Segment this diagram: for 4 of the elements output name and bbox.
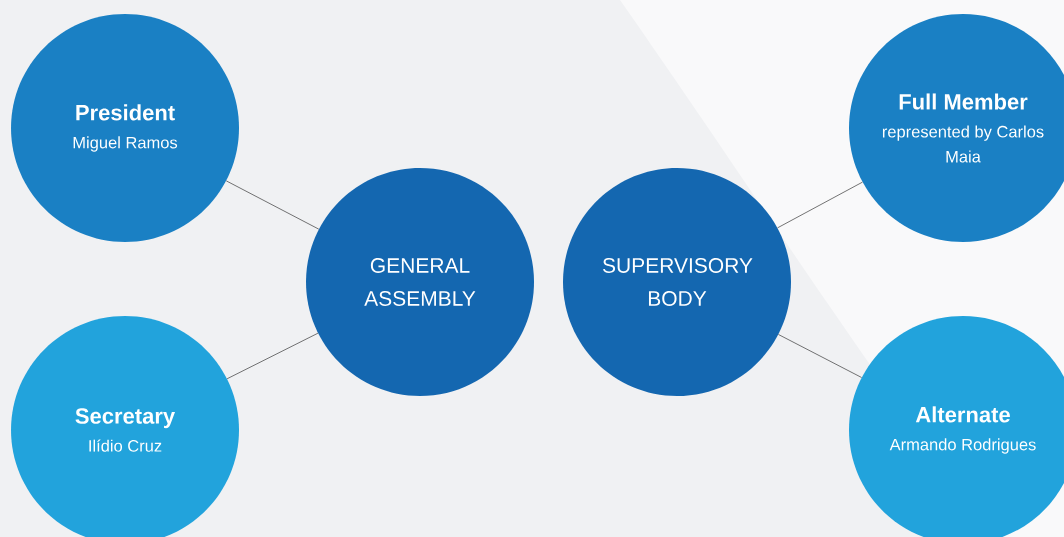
connector-line — [225, 180, 320, 230]
connector-line — [777, 181, 863, 229]
connector-line — [778, 334, 862, 378]
connector-line — [226, 332, 319, 380]
